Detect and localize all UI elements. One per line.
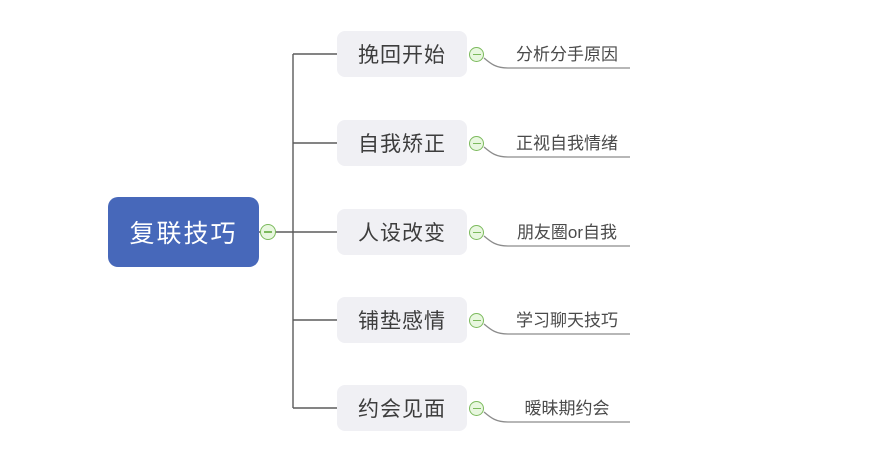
branch-node-label: 挽回开始 <box>358 44 446 67</box>
minus-icon <box>472 231 481 234</box>
leaf-node-5[interactable]: 暧昧期约会 <box>524 399 610 418</box>
minus-icon <box>472 142 481 145</box>
branch-3-collapse-toggle-icon[interactable] <box>469 225 484 240</box>
branch-node-label: 铺垫感情 <box>358 310 446 333</box>
leaf-node-2[interactable]: 正视自我情绪 <box>516 134 618 153</box>
branch-node-1[interactable]: 挽回开始 <box>337 31 467 77</box>
branch-node-5[interactable]: 约会见面 <box>337 385 467 431</box>
minus-icon <box>472 53 481 56</box>
branch-node-label: 约会见面 <box>358 398 446 421</box>
minus-icon <box>264 231 272 233</box>
branch-1-collapse-toggle-icon[interactable] <box>469 47 484 62</box>
root-node[interactable]: 复联技巧 <box>108 197 259 267</box>
branch-node-label: 人设改变 <box>358 222 446 245</box>
branch-node-4[interactable]: 铺垫感情 <box>337 297 467 343</box>
branch-node-2[interactable]: 自我矫正 <box>337 120 467 166</box>
root-collapse-toggle-icon[interactable] <box>260 224 276 240</box>
leaf-node-3[interactable]: 朋友圈or自我 <box>516 223 618 242</box>
leaf-node-1[interactable]: 分析分手原因 <box>516 45 618 64</box>
branch-5-collapse-toggle-icon[interactable] <box>469 401 484 416</box>
leaf-node-4[interactable]: 学习聊天技巧 <box>516 311 618 330</box>
minus-icon <box>472 319 481 322</box>
branch-node-3[interactable]: 人设改变 <box>337 209 467 255</box>
root-node-label: 复联技巧 <box>129 220 238 248</box>
branch-node-label: 自我矫正 <box>358 133 446 156</box>
branch-2-collapse-toggle-icon[interactable] <box>469 136 484 151</box>
branch-4-collapse-toggle-icon[interactable] <box>469 313 484 328</box>
minus-icon <box>472 407 481 410</box>
